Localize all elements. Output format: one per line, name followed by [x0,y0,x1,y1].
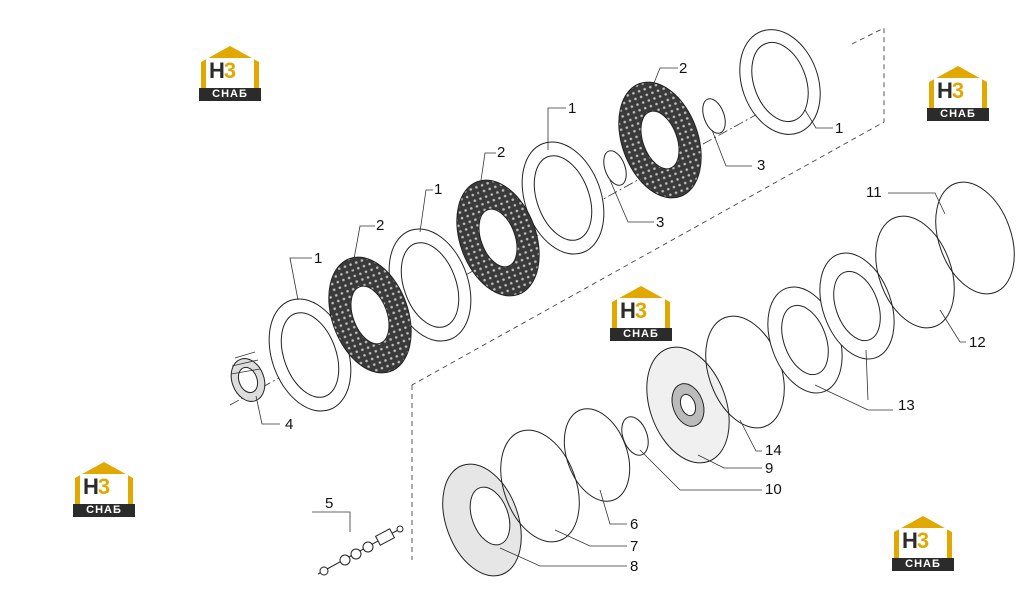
house-logo-icon [612,286,670,328]
callout-1b: 1 [434,181,442,198]
callout-1a: 1 [314,250,322,267]
callout-1c: 1 [568,100,576,117]
brand-logo-watermark: H3 CHAБ [197,44,263,102]
callout-9: 9 [765,460,773,477]
callout-1d: 1 [835,120,843,137]
spring-washer-part-13 [767,252,895,394]
piston-part-9 [646,346,730,464]
house-logo-icon [929,66,987,108]
callout-7: 7 [630,538,638,555]
seal-ring-part-10 [621,416,649,456]
assembly-boundary-upper [411,27,885,386]
seal-ring-part-12 [875,215,955,329]
steel-plate-1d [739,29,821,135]
house-logo-icon [894,516,952,558]
callout-11: 11 [866,184,882,201]
callout-13: 13 [898,397,915,414]
callout-2a: 2 [376,217,384,234]
house-logo-icon [75,462,133,504]
brand-logo-watermark: H3 CHAБ [890,514,956,572]
callout-8: 8 [630,558,638,575]
callout-14: 14 [765,442,782,459]
seal-ring-part-11 [935,181,1015,295]
callout-4: 4 [285,416,293,433]
steel-plate-1c [521,141,605,255]
leader-lines [255,67,966,567]
house-logo-icon [201,46,259,88]
splined-hub-part-4 [230,351,266,402]
callout-6: 6 [630,516,638,533]
steel-plate-1b [388,228,472,342]
bolt-assembly-part-5 [317,525,404,576]
callout-12: 12 [969,334,986,351]
friction-disc-2c [618,81,702,199]
callout-2c: 2 [679,60,687,77]
callout-3b: 3 [757,157,765,174]
callout-2b: 2 [497,144,505,161]
friction-disc-2a [328,256,412,374]
piston-housing-part-8 [442,463,522,577]
brand-logo-watermark: H3 CHAБ [925,64,991,122]
callout-10: 10 [765,481,782,498]
brand-logo-watermark: H3 CHAБ [608,284,674,342]
snap-ring-3a [603,150,627,186]
callout-3a: 3 [656,214,664,231]
seal-ring-part-6 [563,408,631,502]
seal-ring-part-7 [500,429,580,543]
snap-ring-3b [702,98,726,134]
brand-logo-watermark: H3 CHAБ [71,460,137,518]
friction-disc-2b [456,179,540,297]
callout-5: 5 [325,495,333,512]
